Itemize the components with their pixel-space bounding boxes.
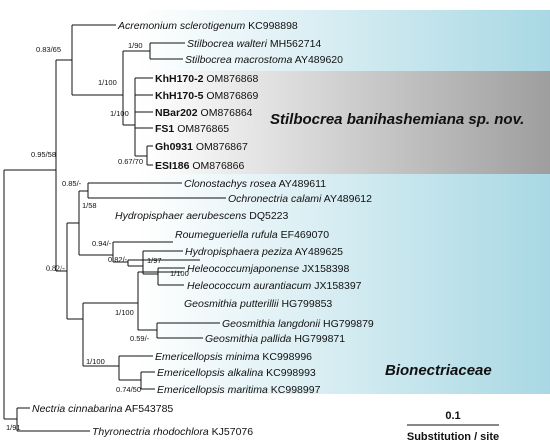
support-value: 0.94/- (92, 239, 112, 248)
taxon-label: Roumegueriella rufula EF469070 (175, 229, 329, 241)
taxon-label: Gh0931 OM876867 (155, 141, 248, 153)
support-value: 1/91 (6, 423, 21, 432)
support-value: 0.95/58 (31, 150, 56, 159)
taxon-label: FS1 OM876865 (155, 123, 229, 135)
new-species-clade-label: Stilbocrea banihashemiana sp. nov. (270, 111, 524, 128)
taxon-label: Stilbocrea walteri MH562714 (187, 38, 321, 50)
taxon-label: NBar202 OM876864 (155, 107, 253, 119)
taxon-label: Acremonium sclerotigenum KC998898 (117, 20, 298, 32)
tree-branches (3, 24, 226, 432)
taxon-label: Geosmithia putterillii HG799853 (184, 298, 332, 310)
taxon-label: Heleococcumjaponense JX158398 (187, 263, 349, 275)
taxon-label: Thyronectria rhodochlora KJ57076 (92, 426, 253, 438)
support-value: 1/100 (110, 109, 129, 118)
taxon-label: Heleococcum aurantiacum JX158397 (187, 280, 362, 292)
support-value: 1/100 (170, 269, 189, 278)
support-value: 0.82/- (46, 264, 65, 273)
taxon-label: Clonostachys rosea AY489611 (184, 178, 326, 190)
scale-bar-unit: Substitution / site (407, 431, 499, 443)
support-value: 1/97 (147, 256, 162, 265)
family-clade-label: Bionectriaceae (385, 362, 492, 379)
taxon-label: Emericellopsis maritima KC998997 (157, 384, 321, 396)
taxon-label: Emericellopsis minima KC998996 (155, 351, 312, 363)
scale-bar-value: 0.1 (445, 410, 460, 422)
taxon-label: KhH170-2 OM876868 (155, 73, 258, 85)
taxon-labels: Acremonium sclerotigenum KC998898 Stilbo… (32, 20, 374, 438)
support-value: 1/100 (115, 308, 134, 317)
taxon-label: Hydropisphaer aerubescens DQ5223 (115, 210, 289, 222)
support-value: 1/100 (86, 357, 105, 366)
support-value: 1/90 (128, 41, 143, 50)
support-value: 0.67/70 (118, 157, 143, 166)
taxon-label: KhH170-5 OM876869 (155, 90, 258, 102)
taxon-label: Ochronectria calami AY489612 (228, 193, 372, 205)
taxon-label: Stilbocrea macrostoma AY489620 (185, 54, 343, 66)
taxon-label: Geosmithia langdonii HG799879 (222, 318, 374, 330)
taxon-label: Geosmithia pallida HG799871 (205, 333, 345, 345)
taxon-label: ESI186 OM876866 (155, 160, 244, 172)
taxon-label: Nectria cinnabarina AF543785 (32, 403, 173, 415)
support-value: 0.59/- (130, 334, 150, 343)
support-values: 0.83/65 1/90 1/100 1/100 0.67/70 0.95/58… (6, 41, 189, 432)
scale-bar: 0.1 Substitution / site (407, 410, 499, 443)
support-value: 0.74/50 (116, 385, 141, 394)
support-value: 1/58 (82, 201, 97, 210)
support-value: 0.85/- (62, 179, 82, 188)
support-value: 0.82/- (108, 255, 128, 264)
taxon-label: Emericellopsis alkalina KC998993 (157, 367, 316, 379)
support-value: 0.83/65 (36, 45, 61, 54)
taxon-label: Hydropisphaera peziza AY489625 (185, 246, 343, 258)
support-value: 1/100 (98, 78, 117, 87)
new-species-shading (145, 71, 550, 174)
